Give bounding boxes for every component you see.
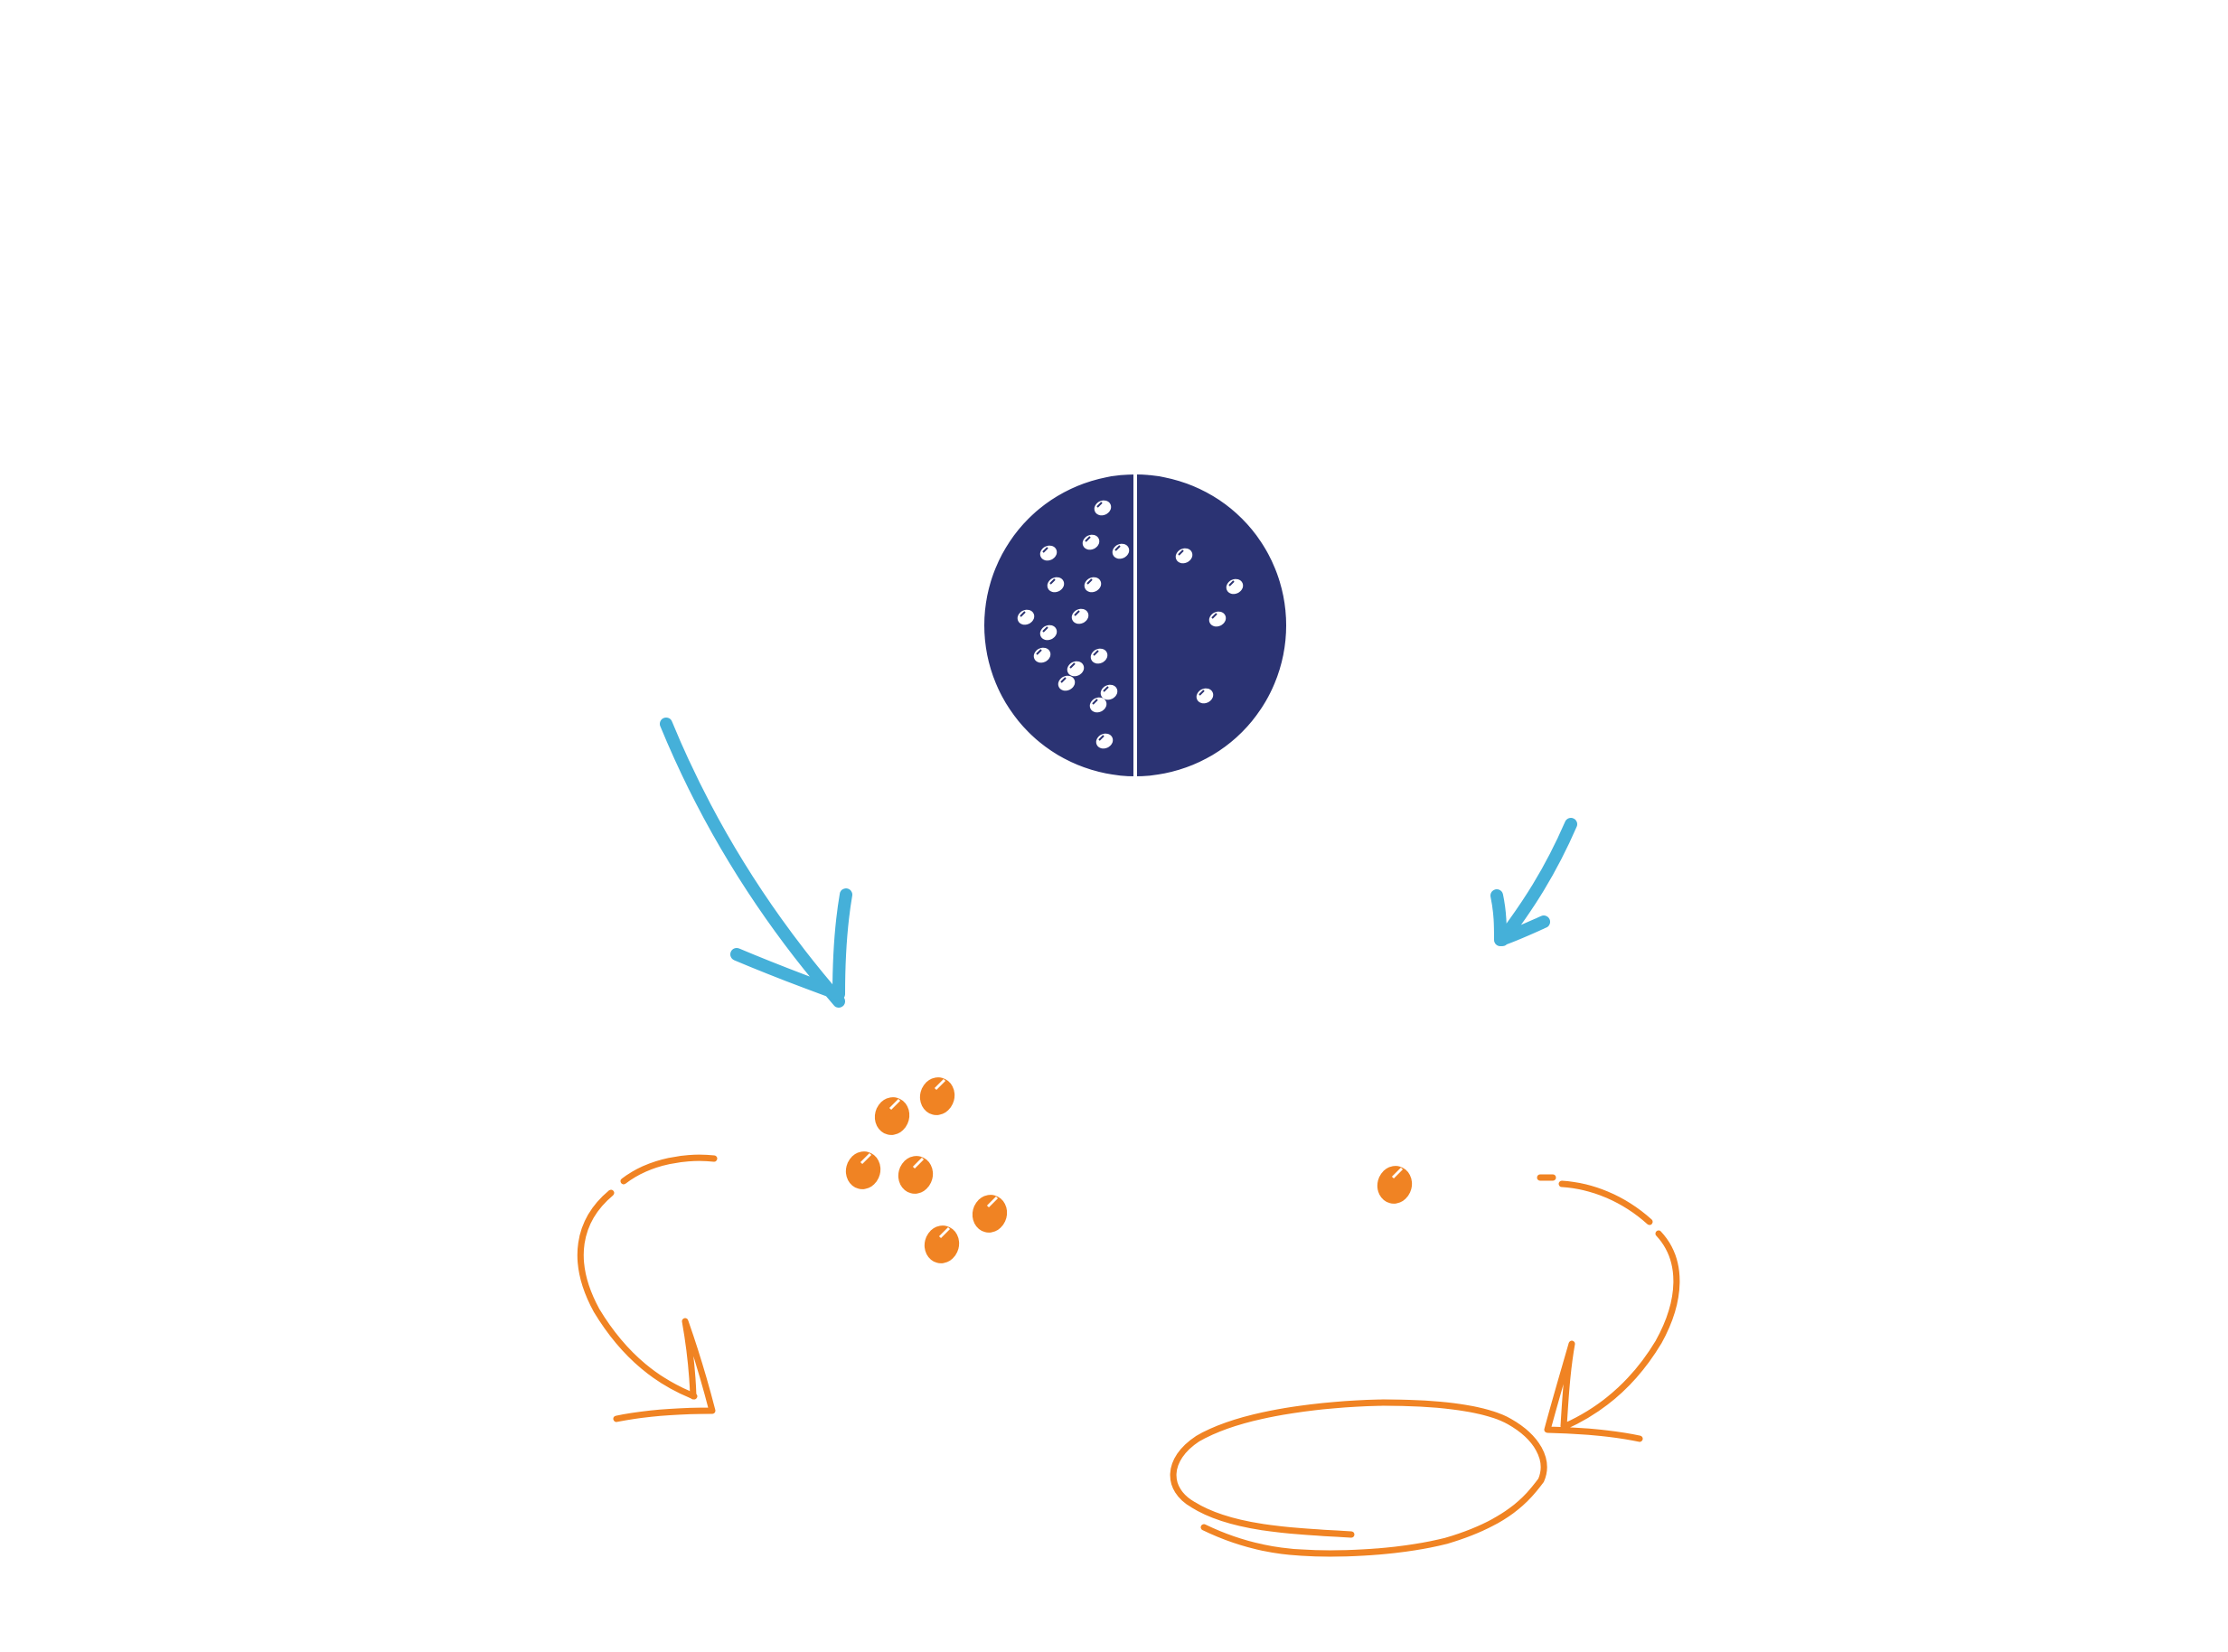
orange-curve-arrow-right-shaft — [1558, 1180, 1653, 1225]
left-half-dot — [1039, 624, 1058, 641]
right-half-dot — [1196, 688, 1214, 704]
left-half-dot — [1017, 609, 1035, 625]
left-half-dot — [1089, 697, 1107, 713]
orange-dot — [972, 1195, 1008, 1233]
left-half-dot — [1058, 675, 1076, 691]
left-half-dot — [1047, 577, 1065, 593]
orange-curve-arrow-right — [1537, 1174, 1680, 1442]
left-half-dot — [1094, 500, 1112, 516]
orange-dot — [1377, 1166, 1413, 1204]
orange-curve-arrow-left-head — [613, 1318, 716, 1422]
orange-curve-arrow-left-shaft-2 — [577, 1189, 698, 1400]
left-half-dots — [1017, 500, 1130, 749]
left-half-dot — [1039, 545, 1058, 561]
left-half-dot — [1095, 733, 1114, 749]
blue-arrow-left-head — [730, 888, 852, 1000]
left-half-dot — [1067, 661, 1085, 677]
orange-ellipse — [1170, 1399, 1547, 1557]
blue-arrow-right-head — [1490, 889, 1550, 946]
left-half-dot — [1071, 608, 1089, 624]
orange-dot — [898, 1156, 934, 1194]
right-half-dot — [1175, 548, 1193, 564]
orange-dot-cluster-left — [845, 1077, 1008, 1263]
orange-dot — [845, 1151, 881, 1189]
right-half-dot — [1208, 611, 1227, 627]
right-half-dots — [1175, 548, 1244, 704]
blue-arrow-left-shaft — [660, 718, 845, 1008]
blue-arrow-right-shaft — [1496, 818, 1577, 946]
blue-arrow-right — [1490, 818, 1577, 946]
blue-arrow-left — [660, 718, 852, 1008]
right-half-dot — [1226, 578, 1244, 595]
left-half-dot — [1033, 647, 1051, 663]
orange-curve-arrow-left-shaft — [620, 1154, 718, 1185]
left-half-dot — [1082, 534, 1100, 550]
orange-curve-arrow-left — [577, 1154, 718, 1422]
left-half-dot — [1112, 543, 1130, 559]
orange-curve-arrow-right-shaft-2 — [1562, 1230, 1680, 1430]
orange-dot — [874, 1097, 910, 1135]
orange-ellipse-outline — [1170, 1399, 1547, 1557]
orange-dot — [924, 1225, 960, 1263]
left-half-dot — [1100, 684, 1118, 700]
left-half-dot — [1084, 577, 1102, 593]
orange-dot — [919, 1077, 955, 1115]
central-circle — [984, 473, 1286, 778]
left-half-dot — [1090, 648, 1108, 664]
orange-curve-arrow-right-head — [1544, 1340, 1643, 1442]
orange-dot-single-right — [1377, 1166, 1413, 1204]
